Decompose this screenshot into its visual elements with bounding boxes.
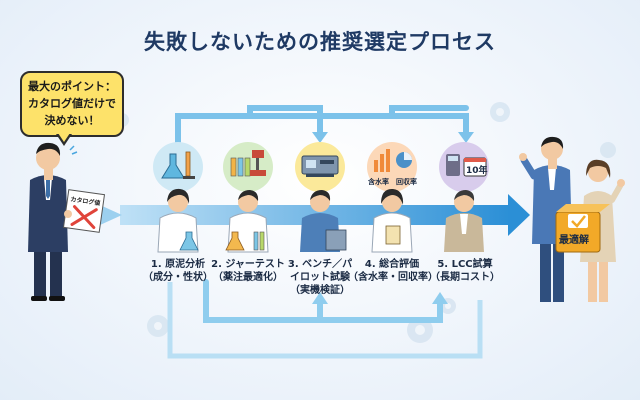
callout-line-2: カタログ値だけで bbox=[28, 97, 116, 110]
cross-icon bbox=[70, 205, 98, 230]
catalog-card: カタログ値 bbox=[62, 189, 106, 233]
ten-years-tag: 10年 bbox=[466, 164, 488, 176]
step4-analyst bbox=[371, 188, 413, 253]
result-label: 最適解 bbox=[559, 233, 589, 246]
moisture-tag: 含水率 bbox=[368, 177, 389, 186]
result-box: 最適解 bbox=[555, 204, 610, 253]
step5-icon-circle: 10年 bbox=[439, 142, 489, 192]
upper-feedback-arrows bbox=[175, 105, 469, 145]
step3-label: 3. ベンチ／パ イロット試験 （実機検証） bbox=[287, 259, 353, 296]
step1-scientist bbox=[157, 188, 199, 253]
step3-engineer bbox=[300, 190, 347, 252]
step2-label: 2. ジャーテスト （薬注最適化） bbox=[211, 259, 285, 283]
step2-icon-circle bbox=[223, 142, 273, 192]
step1-icon-circle bbox=[153, 142, 203, 192]
page-title: 失敗しないための推奨選定プロセス bbox=[144, 30, 496, 54]
businessman-figure bbox=[28, 142, 78, 301]
key-point-callout: 最大のポイント： カタログ値だけで 決めない！ bbox=[20, 71, 124, 137]
recovery-tag: 回収率 bbox=[396, 177, 417, 186]
check-icon bbox=[571, 215, 586, 228]
step4-icon-circle: 含水率 回収率 bbox=[367, 142, 417, 192]
lower-feedback-arrows bbox=[203, 279, 443, 323]
step5-label: 5. LCC試算 （長期コスト） bbox=[430, 259, 500, 283]
step4-label: 4. 総合評価 （含水率・回収率） bbox=[348, 259, 438, 283]
callout-line-1: 最大のポイント： bbox=[28, 80, 116, 93]
callout-line-3: 決めない！ bbox=[44, 114, 100, 127]
step3-icon-circle bbox=[295, 142, 345, 192]
step5-manager bbox=[444, 190, 484, 252]
upper-arrow-heads bbox=[312, 132, 474, 143]
step2-scientist bbox=[225, 190, 269, 253]
step1-label: 1. 原泥分析 （成分・性状） bbox=[143, 259, 213, 283]
